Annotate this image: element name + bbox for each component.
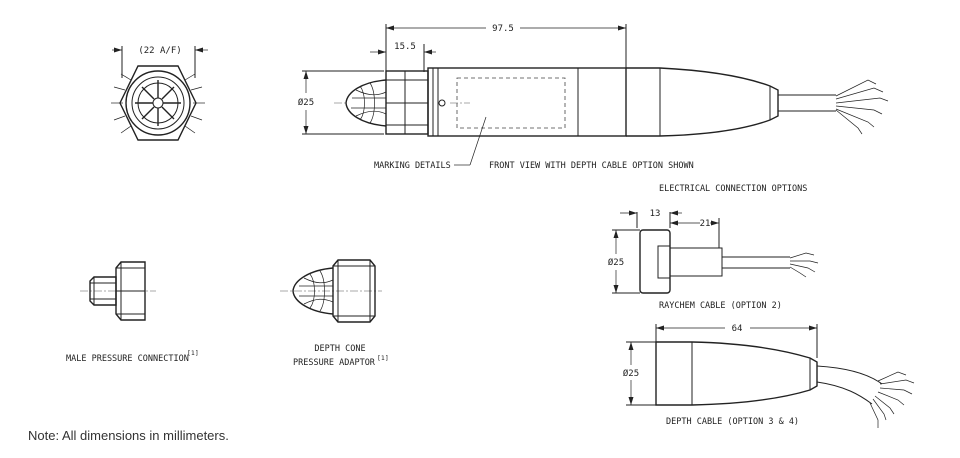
end-view: (22 A/F) [111, 46, 208, 141]
raychem-cable-drawing: 13 21 Ø25 RAYCHEM CABLE (OPTION 2) [608, 209, 819, 311]
depth-cone-adaptor-drawing: DEPTH CONE PRESSURE ADAPTOR [1] [280, 259, 389, 368]
dimension-15-5: 15.5 [394, 42, 416, 52]
electrical-options-heading: ELECTRICAL CONNECTION OPTIONS [659, 184, 807, 194]
male-pressure-footnote-mark: [1] [187, 349, 199, 357]
marking-details-label: MARKING DETAILS [374, 161, 451, 171]
depth-cable-label: DEPTH CABLE (OPTION 3 & 4) [666, 417, 799, 427]
depth-cone-label-line1: DEPTH CONE [314, 344, 365, 354]
diameter-depth-label: Ø25 [623, 368, 639, 379]
dimension-21: 21 [700, 219, 711, 229]
front-view: 97.5 15.5 Ø25 [298, 24, 889, 171]
front-view-caption: FRONT VIEW WITH DEPTH CABLE OPTION SHOWN [489, 161, 694, 171]
dimension-97-5: 97.5 [492, 24, 514, 34]
male-pressure-connection-drawing: MALE PRESSURE CONNECTION [1] [66, 261, 199, 364]
depth-cone-footnote-mark: [1] [377, 354, 389, 362]
dimension-64: 64 [732, 324, 743, 334]
af-dimension-label: (22 A/F) [138, 46, 181, 56]
male-pressure-connection-label: MALE PRESSURE CONNECTION [66, 354, 189, 364]
depth-cable-drawing: 64 Ø25 DEPTH CABLE (OPTION 3 & 4) [623, 324, 915, 428]
depth-cone-label-line2: PRESSURE ADAPTOR [293, 358, 376, 368]
diameter-raychem-label: Ø25 [608, 257, 624, 268]
dimension-13: 13 [650, 209, 661, 219]
raychem-cable-label: RAYCHEM CABLE (OPTION 2) [659, 301, 782, 311]
dimensions-note: Note: All dimensions in millimeters. [28, 428, 229, 443]
diameter-main-label: Ø25 [298, 97, 314, 108]
